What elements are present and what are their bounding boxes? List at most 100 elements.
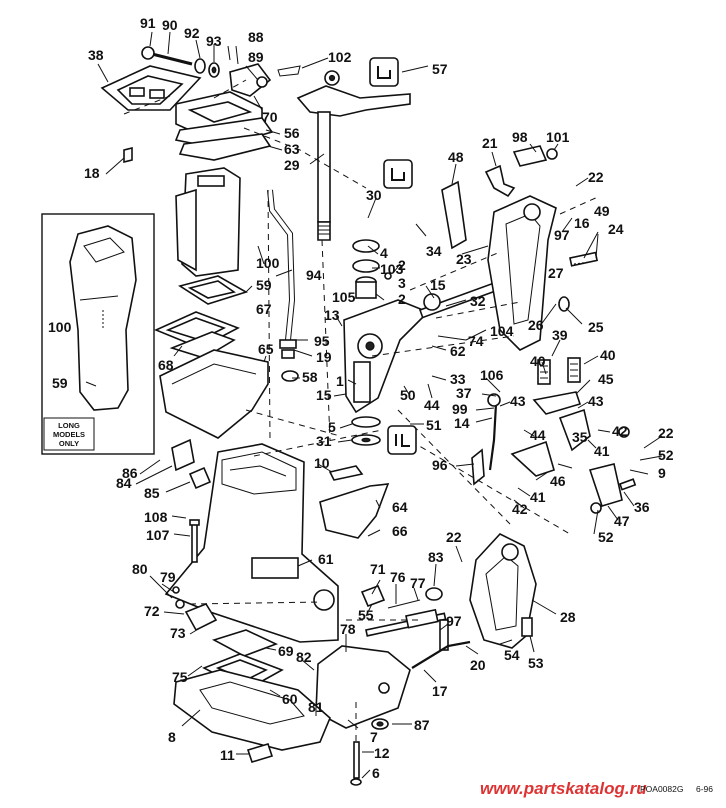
callout-99: 99 <box>452 401 468 417</box>
callout-2b: 2 <box>398 291 406 307</box>
callout-39: 39 <box>552 327 568 343</box>
callout-34: 34 <box>426 243 442 259</box>
callout-92: 92 <box>184 25 200 41</box>
callout-41b: 41 <box>530 489 546 505</box>
callout-25: 25 <box>588 319 604 335</box>
bolt-12 <box>350 741 362 786</box>
callout-8: 8 <box>168 729 176 745</box>
callout-47: 47 <box>614 513 630 529</box>
seal-67 <box>178 275 248 305</box>
callout-42a: 42 <box>612 423 628 439</box>
callout-24: 24 <box>608 221 624 237</box>
callout-71: 71 <box>370 561 386 577</box>
callout-46: 46 <box>550 473 566 489</box>
tilt-springs <box>537 357 581 385</box>
callout-19: 19 <box>316 349 332 365</box>
bracket-48 <box>441 180 467 250</box>
callout-6: 6 <box>372 765 380 781</box>
callout-7: 7 <box>370 729 378 745</box>
shaft-24 <box>569 251 599 267</box>
sealer-icon <box>387 425 417 455</box>
callout-75: 75 <box>172 669 188 685</box>
callout-76: 76 <box>390 569 406 585</box>
callout-61: 61 <box>318 551 334 567</box>
inset-note-line1: LONG <box>58 421 80 430</box>
bracket-top <box>229 45 272 97</box>
lower-cover-64 <box>319 483 390 539</box>
watermark: www.partskatalog.ru <box>480 779 647 798</box>
callout-108: 108 <box>144 509 168 525</box>
callout-44a: 44 <box>424 397 440 413</box>
callout-5: 5 <box>328 419 336 435</box>
callout-1: 1 <box>336 373 344 389</box>
callout-52a: 52 <box>658 447 674 463</box>
stern-bracket-upper <box>487 195 557 351</box>
callout-79: 79 <box>160 569 176 585</box>
mount-84 <box>171 438 212 490</box>
callout-73: 73 <box>170 625 186 641</box>
washer-87 <box>371 718 389 730</box>
exhaust-housing-lower <box>173 669 331 751</box>
callout-54: 54 <box>504 647 520 663</box>
callout-91: 91 <box>140 15 156 31</box>
callout-50: 50 <box>400 387 416 403</box>
callout-leaders <box>85 31 663 779</box>
callout-26: 26 <box>528 317 544 333</box>
callout-41a: 41 <box>594 443 610 459</box>
tilt-lock-linkage <box>510 426 637 514</box>
callout-53: 53 <box>528 655 544 671</box>
callout-43a: 43 <box>510 393 526 409</box>
gasket-68 <box>153 311 240 359</box>
callout-48: 48 <box>448 149 464 165</box>
grommet-18 <box>123 146 133 164</box>
callout-94: 94 <box>306 267 322 283</box>
spring-clip <box>277 65 301 77</box>
callout-97a: 97 <box>554 227 570 243</box>
mount-71 <box>360 584 443 609</box>
callout-labels: 91 90 92 93 88 89 102 57 38 70 56 63 18 … <box>48 15 674 781</box>
callout-105: 105 <box>332 289 356 305</box>
callout-28: 28 <box>560 609 576 625</box>
bolt-107 <box>189 519 200 563</box>
callout-22a: 22 <box>588 169 604 185</box>
callout-86: 86 <box>122 465 138 481</box>
callout-60: 60 <box>282 691 298 707</box>
callout-98: 98 <box>512 129 528 145</box>
callout-106: 106 <box>480 367 504 383</box>
callout-77: 77 <box>410 575 426 591</box>
exhaust-housing-upper <box>159 349 269 439</box>
callout-68: 68 <box>158 357 174 373</box>
exhaust-housing-plate <box>100 65 202 111</box>
callout-103: 103 <box>380 261 404 277</box>
callout-21: 21 <box>482 135 498 151</box>
callout-51: 51 <box>426 417 442 433</box>
callout-38: 38 <box>88 47 104 63</box>
callout-30: 30 <box>366 187 382 203</box>
callout-63: 63 <box>284 141 300 157</box>
callout-100a: 100 <box>256 255 280 271</box>
tilt-rod <box>365 608 449 651</box>
callout-36: 36 <box>634 499 650 515</box>
callout-42b: 42 <box>512 501 528 517</box>
water-tube <box>267 189 296 341</box>
stern-bracket-lower <box>469 533 537 649</box>
callout-59a: 59 <box>256 277 272 293</box>
callout-58: 58 <box>302 369 318 385</box>
callout-74: 74 <box>468 333 484 349</box>
inset-note-line3: ONLY <box>59 439 79 448</box>
callout-23: 23 <box>456 251 472 267</box>
callout-43b: 43 <box>588 393 604 409</box>
callout-95: 95 <box>314 333 330 349</box>
swivel-shaft <box>317 111 331 241</box>
callout-18: 18 <box>84 165 100 181</box>
callout-35: 35 <box>572 429 588 445</box>
exhaust-liner <box>175 167 241 277</box>
callout-83: 83 <box>428 549 444 565</box>
callout-40b: 40 <box>600 347 616 363</box>
figure-date: 6-96 <box>696 784 713 794</box>
callout-67: 67 <box>256 301 272 317</box>
callout-100b: 100 <box>48 319 72 335</box>
callout-13: 13 <box>324 307 340 323</box>
grommet-58 <box>281 370 299 382</box>
callout-37: 37 <box>456 385 472 401</box>
